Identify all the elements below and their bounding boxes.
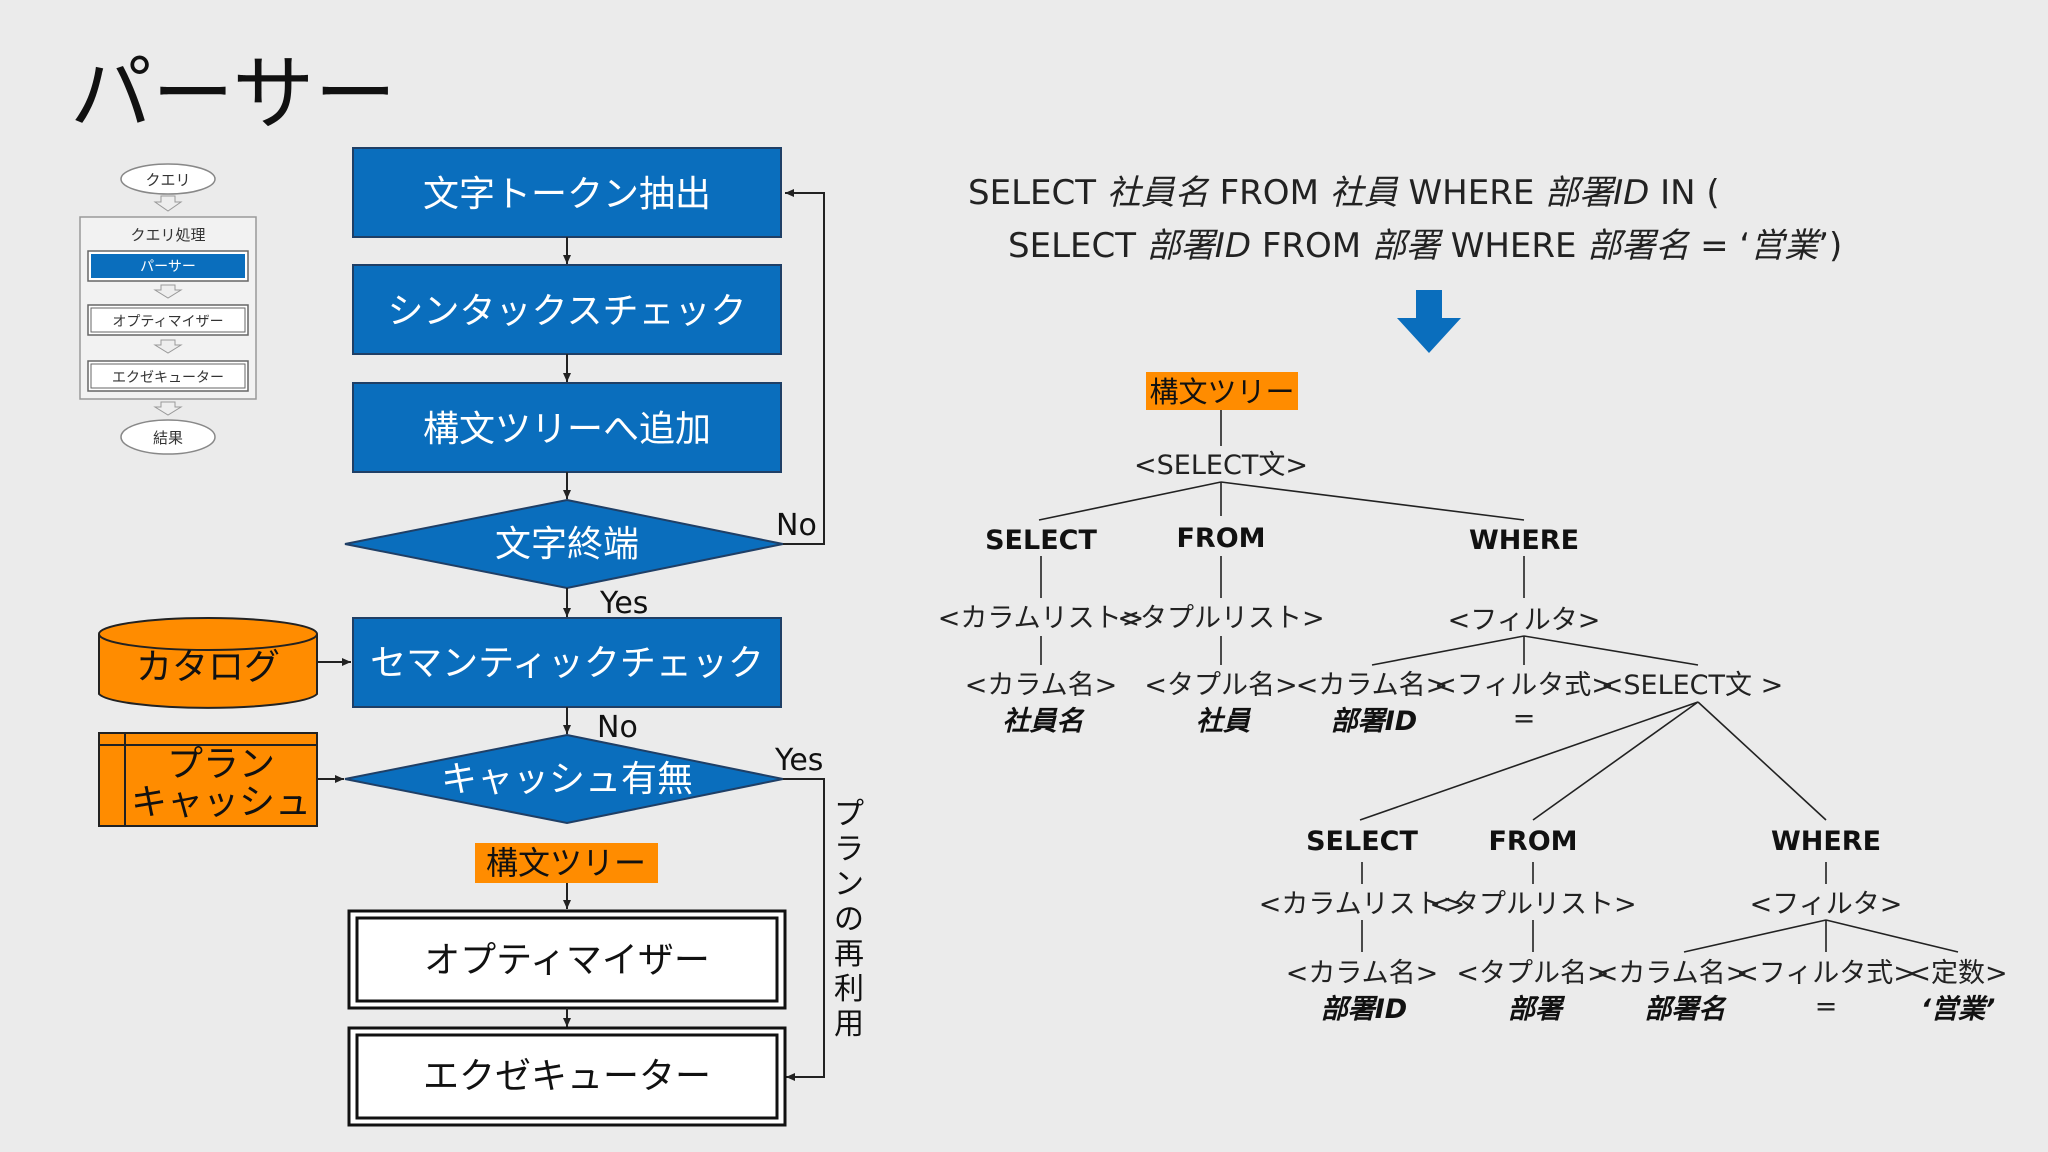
catalog-label: カタログ — [136, 647, 280, 688]
sql-token: 社員名 — [1107, 173, 1210, 213]
sub-column-name-2: <カラム名> — [1596, 958, 1748, 989]
thumbnail-diagram: クエリ クエリ処理 パーサー オプティマイザー エクゼキューター 結果 — [79, 163, 257, 455]
sql-token: 部署 — [1372, 226, 1444, 266]
syntax-check-label: シンタックスチェック — [388, 291, 747, 332]
sql-token: SELECT — [968, 173, 1107, 213]
sql-token: WHERE — [1440, 226, 1587, 266]
plan-reuse-char: の — [834, 902, 864, 937]
tree-value-emp: 社員 — [1196, 706, 1252, 737]
plan-reuse-char: ン — [834, 867, 864, 902]
syntax-check-box — [352, 264, 782, 355]
no-label-1: No — [776, 508, 817, 543]
sql-token: 営業 — [1750, 226, 1822, 266]
sub-constant: <定数> — [1908, 958, 2007, 989]
optimizer-label: オプティマイザー — [424, 940, 710, 981]
plan-cache-box: プラン キャッシュ — [98, 732, 318, 827]
down-arrow-icon — [1397, 290, 1461, 353]
sub-column-list: <カラムリスト> — [1259, 889, 1465, 920]
plan-cache-line2: キャッシュ — [131, 782, 311, 823]
tree-value-emp-name: 社員名 — [1003, 706, 1086, 737]
tree-filter: <フィルタ> — [1448, 605, 1601, 636]
tree-value-eq-1: = — [1513, 703, 1536, 734]
end-of-text-label: 文字終端 — [495, 524, 639, 565]
tree-filter-expr-1: <フィルタ式> — [1434, 670, 1614, 701]
tree-column-list: <カラムリスト> — [938, 603, 1144, 634]
sub-value-dept-name: 部署名 — [1645, 994, 1728, 1025]
plan-cache-line1: プラン — [167, 744, 275, 785]
sub-value-dept-id: 部署ID — [1321, 994, 1407, 1025]
syntax-tree-tag: 構文ツリー — [486, 844, 646, 882]
sub-table-list: <タプルリスト> — [1429, 889, 1636, 920]
tree-column-name-1: <カラム名> — [965, 670, 1117, 701]
sql-token: FROM — [1209, 173, 1330, 213]
tree-tag: 構文ツリー — [1149, 375, 1294, 409]
sql-token: SELECT — [1008, 226, 1147, 266]
executor-label: エクゼキューター — [423, 1056, 711, 1097]
cache-check-label: キャッシュ有無 — [441, 759, 693, 800]
plan-reuse-char: 用 — [834, 1007, 864, 1042]
sub-select-kw: SELECT — [1306, 826, 1418, 857]
sub-where-kw: WHERE — [1771, 826, 1881, 857]
sql-token: IN ( — [1649, 173, 1719, 213]
catalog-cylinder: カタログ — [98, 617, 318, 709]
flowchart: 文字トークン抽出 シンタックスチェック 構文ツリーへ追加 文字終端 No Yes… — [98, 147, 864, 1127]
add-tree-label: 構文ツリーへ追加 — [423, 409, 711, 450]
sub-filter: <フィルタ> — [1750, 889, 1903, 920]
thumb-executor: エクゼキューター — [112, 370, 224, 386]
sub-from-kw: FROM — [1488, 826, 1577, 857]
semantic-check-box — [352, 617, 782, 708]
tree-value-dept-id-1: 部署ID — [1331, 706, 1417, 737]
sub-column-name-1: <カラム名> — [1286, 958, 1438, 989]
yes-label-2: Yes — [774, 743, 823, 778]
sql-token: 部署ID — [1545, 173, 1649, 213]
semantic-check-label: セマンティックチェック — [370, 643, 764, 684]
sql-token: 部署ID — [1147, 226, 1251, 266]
syntax-tree — [1038, 409, 1959, 953]
syntax-tree-labels: 構文ツリー <SELECT文> SELECT FROM WHERE <カラムリス… — [938, 372, 2008, 1025]
plan-reuse-char: 再 — [834, 937, 864, 972]
tree-column-name-2: <カラム名> — [1296, 670, 1448, 701]
sql-token: ’) — [1818, 226, 1842, 266]
sub-filter-expr: <フィルタ式> — [1736, 958, 1916, 989]
cache-check-diamond — [344, 733, 784, 825]
sql-token: FROM — [1251, 226, 1372, 266]
thumb-result: 結果 — [153, 429, 183, 447]
tree-root: <SELECT文> — [1134, 450, 1308, 481]
sql-token: WHERE — [1398, 173, 1545, 213]
sql-line-2: SELECT 部署ID FROM 部署 WHERE 部署名 = ‘営業’) — [1008, 226, 1842, 266]
plan-reuse-label: プランの再利用 — [834, 797, 864, 1042]
tree-sub-select: <SELECT文 > — [1601, 670, 1783, 701]
sub-value-sales: ‘営業’ — [1921, 994, 1996, 1025]
sql-token: 社員 — [1330, 173, 1399, 213]
plan-reuse-char: 利 — [834, 972, 864, 1007]
page-title: パーサー — [70, 47, 396, 142]
plan-reuse-char: ラ — [834, 832, 864, 867]
add-tree-box — [352, 382, 782, 473]
tree-table-name-1: <タプル名> — [1144, 670, 1297, 701]
syntax-tree-tag-bg — [475, 843, 658, 883]
token-extract-box — [352, 147, 782, 238]
sub-table-name: <タプル名> — [1456, 958, 1609, 989]
yes-label-1: Yes — [599, 586, 648, 621]
plan-reuse-char: プ — [834, 797, 864, 832]
thumb-parser: パーサー — [140, 259, 196, 275]
thumb-query: クエリ — [145, 171, 190, 189]
sql-token: 部署名 — [1587, 226, 1690, 266]
sql-line-1: SELECT 社員名 FROM 社員 WHERE 部署ID IN ( — [968, 173, 1720, 213]
sql-token: = ‘ — [1689, 226, 1750, 266]
sub-value-eq: = — [1815, 991, 1838, 1022]
tree-tag-bg — [1146, 372, 1298, 410]
tree-where-kw: WHERE — [1469, 525, 1579, 556]
sub-value-dept: 部署 — [1508, 994, 1566, 1025]
no-label-2: No — [597, 710, 638, 745]
tree-from-kw: FROM — [1176, 523, 1265, 554]
token-extract-label: 文字トークン抽出 — [423, 174, 711, 215]
tree-select-kw: SELECT — [985, 525, 1097, 556]
thumb-optimizer: オプティマイザー — [112, 314, 223, 330]
thumb-process: クエリ処理 — [130, 226, 205, 244]
tree-table-list: <タプルリスト> — [1117, 603, 1324, 634]
